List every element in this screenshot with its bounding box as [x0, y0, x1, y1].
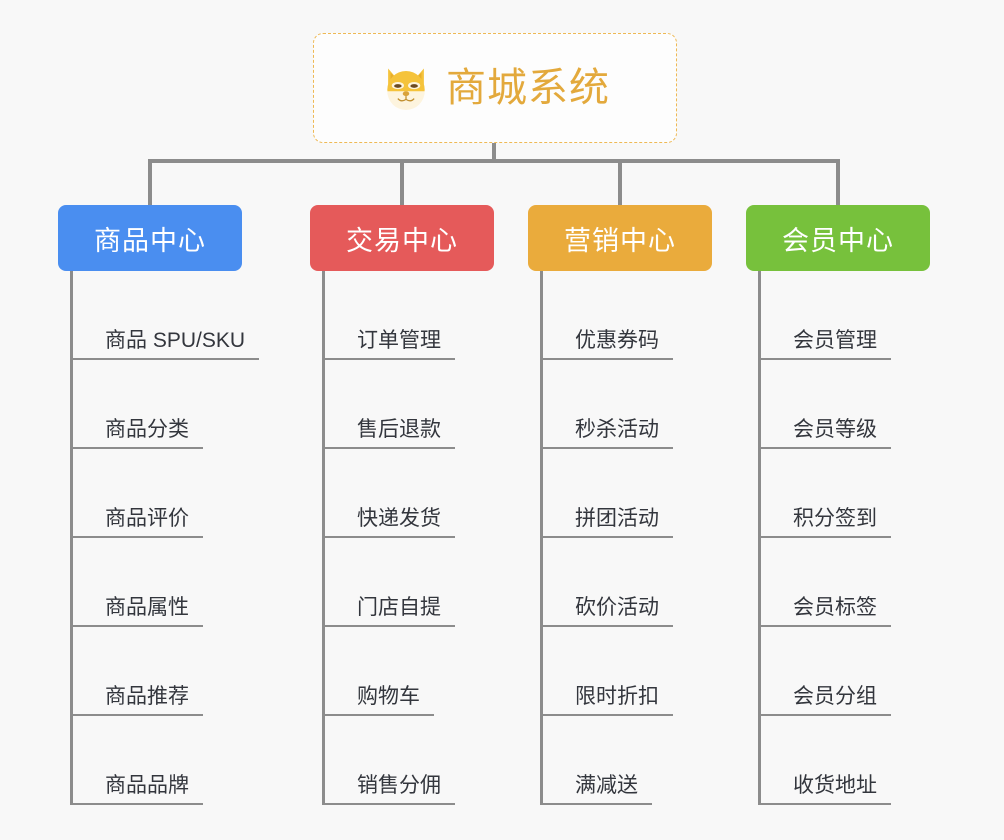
leaf-label: 销售分佣	[325, 774, 455, 805]
branch-header-label: 商品中心	[94, 225, 206, 256]
list-item[interactable]: 购物车	[325, 627, 494, 716]
leaf-label: 会员分组	[761, 685, 891, 716]
branch-header-member-center[interactable]: 会员中心	[746, 205, 930, 271]
leaf-label: 商品分类	[73, 418, 203, 449]
connector-drop-1	[148, 159, 152, 205]
leaf-label: 订单管理	[325, 329, 455, 360]
leaf-list-marketing-center: 优惠券码 秒杀活动 拼团活动 砍价活动 限时折扣 满减送	[540, 271, 712, 805]
leaf-list-member-center: 会员管理 会员等级 积分签到 会员标签 会员分组 收货地址	[758, 271, 930, 805]
list-item[interactable]: 商品评价	[73, 449, 259, 538]
list-item[interactable]: 售后退款	[325, 360, 494, 449]
branch-header-label: 营销中心	[564, 225, 676, 256]
leaf-label: 积分签到	[761, 507, 891, 538]
leaf-label: 限时折扣	[543, 685, 673, 716]
branch-header-product-center[interactable]: 商品中心	[58, 205, 242, 271]
list-item[interactable]: 限时折扣	[543, 627, 712, 716]
leaf-label: 会员管理	[761, 329, 891, 360]
leaf-label: 商品 SPU/SKU	[73, 329, 260, 360]
branch-header-marketing-center[interactable]: 营销中心	[528, 205, 712, 271]
leaf-label: 门店自提	[325, 596, 455, 627]
branch-column-product-center: 商品中心 商品 SPU/SKU 商品分类 商品评价 商品属性 商品推荐 商品品牌	[58, 205, 260, 805]
list-item[interactable]: 商品 SPU/SKU	[73, 271, 260, 360]
leaf-list-product-center: 商品 SPU/SKU 商品分类 商品评价 商品属性 商品推荐 商品品牌	[70, 271, 260, 805]
leaf-list-trade-center: 订单管理 售后退款 快递发货 门店自提 购物车 销售分佣	[322, 271, 494, 805]
branch-header-trade-center[interactable]: 交易中心	[310, 205, 494, 271]
leaf-label: 商品推荐	[73, 685, 203, 716]
list-item[interactable]: 商品推荐	[73, 627, 259, 716]
branch-column-member-center: 会员中心 会员管理 会员等级 积分签到 会员标签 会员分组 收货地址	[746, 205, 930, 805]
shiba-dog-face-icon	[380, 62, 432, 114]
connector-horizontal-bus	[148, 159, 840, 163]
leaf-label: 商品评价	[73, 507, 203, 538]
leaf-label: 售后退款	[325, 418, 455, 449]
leaf-label: 满减送	[543, 774, 652, 805]
list-item[interactable]: 会员管理	[761, 271, 930, 360]
leaf-label: 会员标签	[761, 596, 891, 627]
list-item[interactable]: 砍价活动	[543, 538, 712, 627]
root-node[interactable]: 商城系统	[313, 33, 677, 143]
leaf-label: 商品品牌	[73, 774, 203, 805]
list-item[interactable]: 门店自提	[325, 538, 494, 627]
list-item[interactable]: 积分签到	[761, 449, 930, 538]
leaf-label: 收货地址	[761, 774, 891, 805]
branch-column-marketing-center: 营销中心 优惠券码 秒杀活动 拼团活动 砍价活动 限时折扣 满减送	[528, 205, 712, 805]
connector-drop-3	[618, 159, 622, 205]
leaf-label: 拼团活动	[543, 507, 673, 538]
leaf-label: 会员等级	[761, 418, 891, 449]
list-item[interactable]: 销售分佣	[325, 716, 494, 805]
connector-drop-4	[836, 159, 840, 205]
leaf-label: 商品属性	[73, 596, 203, 627]
list-item[interactable]: 满减送	[543, 716, 712, 805]
list-item[interactable]: 拼团活动	[543, 449, 712, 538]
branch-header-label: 会员中心	[782, 225, 894, 256]
leaf-label: 秒杀活动	[543, 418, 673, 449]
leaf-label: 砍价活动	[543, 596, 673, 627]
list-item[interactable]: 优惠券码	[543, 271, 712, 360]
branch-header-label: 交易中心	[346, 225, 458, 256]
list-item[interactable]: 订单管理	[325, 271, 494, 360]
list-item[interactable]: 收货地址	[761, 716, 930, 805]
list-item[interactable]: 会员标签	[761, 538, 930, 627]
leaf-label: 快递发货	[325, 507, 455, 538]
list-item[interactable]: 商品属性	[73, 538, 259, 627]
branch-column-trade-center: 交易中心 订单管理 售后退款 快递发货 门店自提 购物车 销售分佣	[310, 205, 494, 805]
root-title: 商城系统	[446, 66, 610, 110]
connector-root-stem	[492, 143, 496, 163]
list-item[interactable]: 商品品牌	[73, 716, 259, 805]
list-item[interactable]: 会员分组	[761, 627, 930, 716]
list-item[interactable]: 商品分类	[73, 360, 259, 449]
list-item[interactable]: 秒杀活动	[543, 360, 712, 449]
list-item[interactable]: 快递发货	[325, 449, 494, 538]
connector-drop-2	[400, 159, 404, 205]
list-item[interactable]: 会员等级	[761, 360, 930, 449]
leaf-label: 优惠券码	[543, 329, 673, 360]
leaf-label: 购物车	[325, 685, 434, 716]
